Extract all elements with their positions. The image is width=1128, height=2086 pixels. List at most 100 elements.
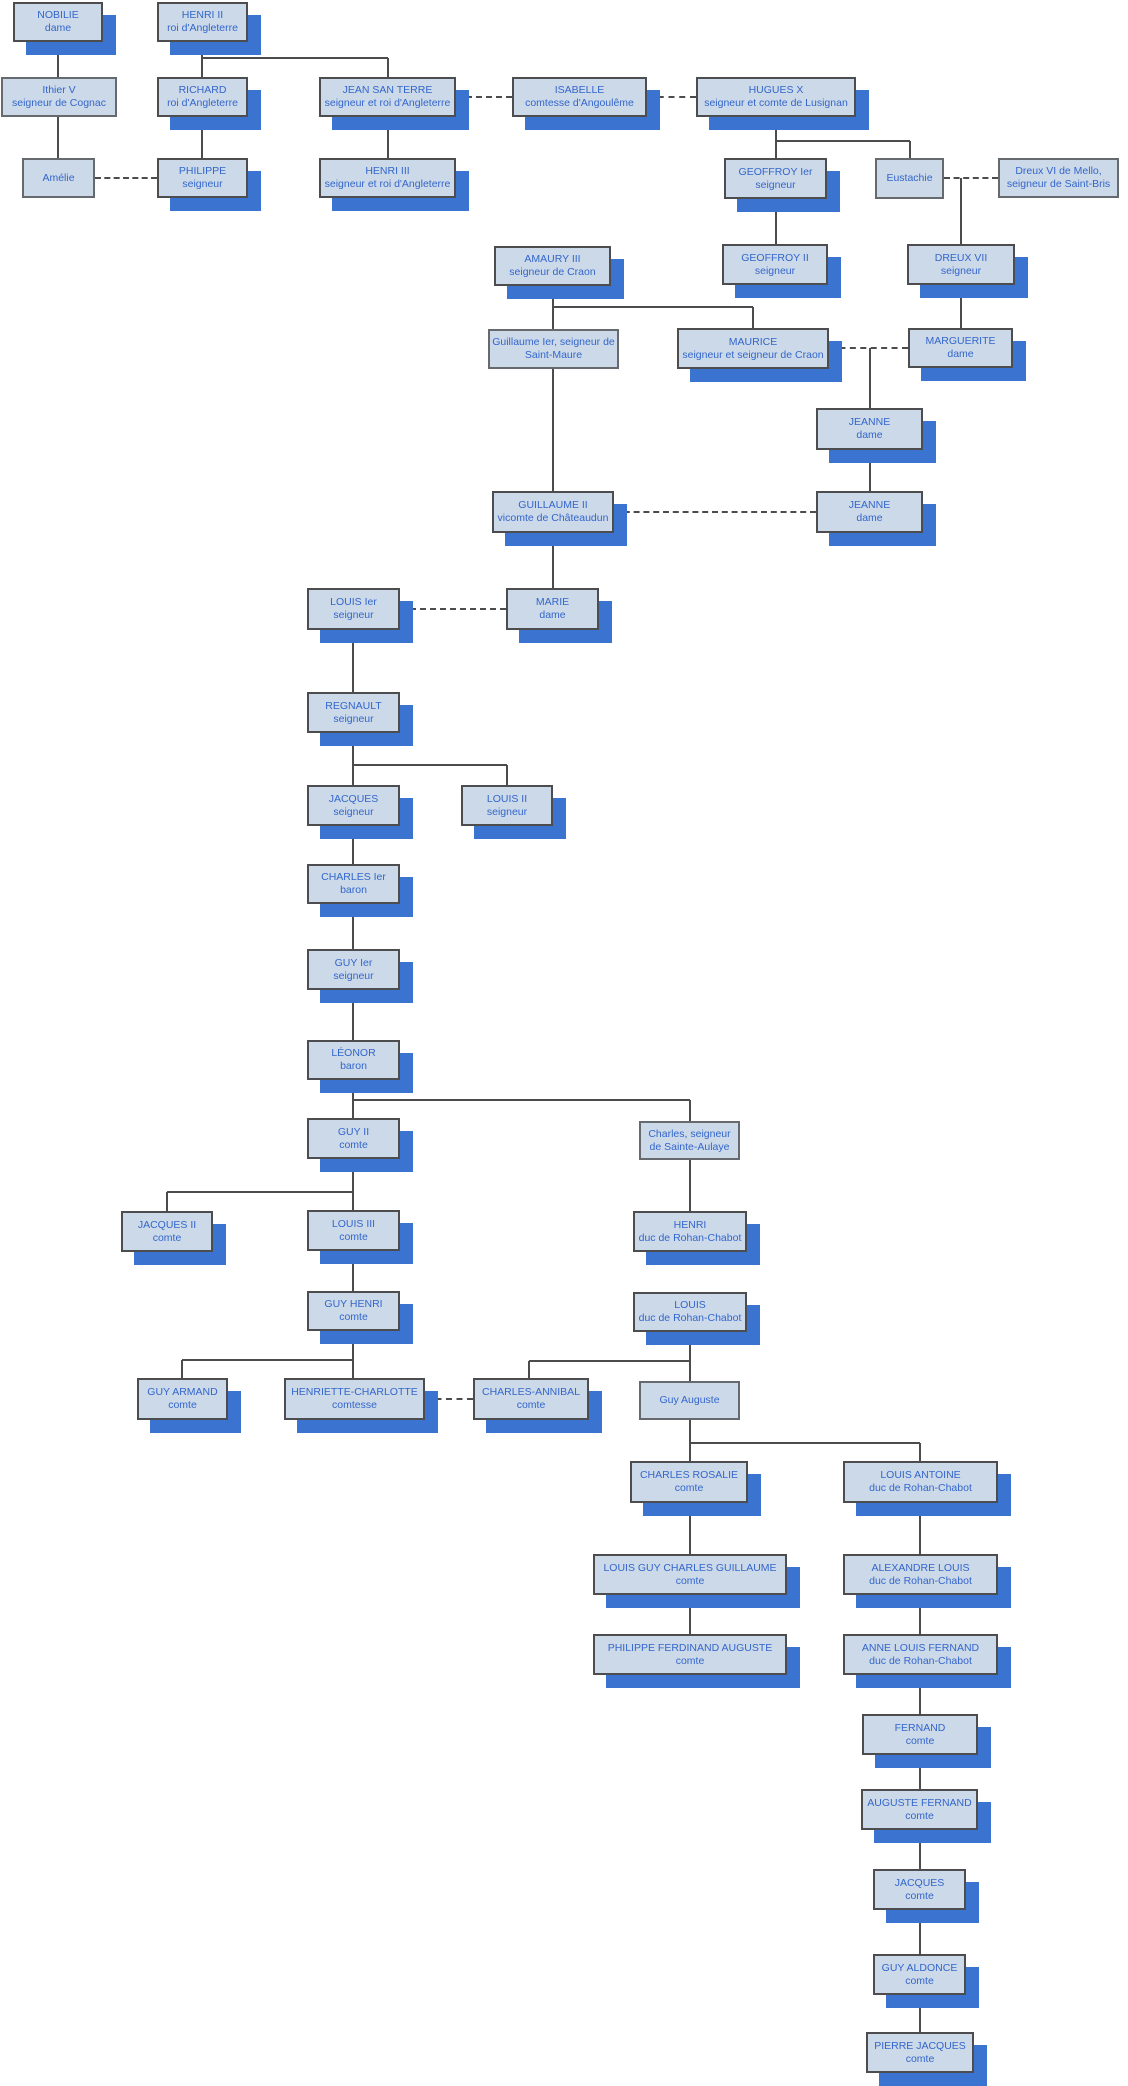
person-name: JEANNE (848, 416, 891, 428)
person-title: comte (905, 2052, 935, 2065)
descent-line (57, 42, 59, 77)
person-name: GEOFFROY Ier (738, 165, 813, 178)
marriage-dashed-line (95, 177, 157, 179)
person-title: dame (44, 22, 72, 34)
person-name: JACQUES (894, 1876, 945, 1889)
person-amelie[interactable]: Amélie (22, 158, 95, 198)
person-name: Amélie (42, 171, 75, 184)
descent-line (919, 1503, 921, 1554)
marriage-dashed-line (647, 96, 696, 98)
person-title: seigneur de Craon (509, 266, 596, 278)
descent-line (352, 826, 354, 864)
descent-line (689, 1503, 691, 1554)
descent-line (689, 1595, 691, 1634)
person-name: RICHARD (178, 84, 227, 96)
person-title: seigneur et roi d'Angleterre (324, 178, 451, 190)
person-dreux-vi[interactable]: Dreux VI de Mello,seigneur de Saint-Bris (998, 158, 1119, 198)
person-title: comte (339, 1311, 368, 1323)
person-title: comte (516, 1399, 546, 1411)
person-title: seigneur et comte de Lusignan (704, 97, 848, 109)
person-title: comte (675, 1574, 705, 1587)
person-name: ANNE LOUIS FERNAND (861, 1641, 980, 1654)
person-title: comtesse d'Angoulême (525, 97, 634, 109)
person-name: ISABELLE (554, 84, 605, 96)
person-name: JEAN SAN TERRE (342, 84, 433, 96)
person-title: dame (539, 609, 566, 621)
person-name: LOUIS GUY CHARLES GUILLAUME (603, 1561, 777, 1574)
person-name: HENRIETTE-CHARLOTTE (291, 1386, 418, 1398)
person-name: GUY Ier (334, 956, 373, 969)
person-eustachie[interactable]: Eustachie (875, 158, 944, 199)
descent-line (775, 117, 777, 141)
person-title: comte (905, 1734, 935, 1747)
descent-line (689, 1100, 691, 1121)
person-name: PHILIPPE (178, 165, 227, 177)
person-name: LOUIS Ier (330, 596, 377, 608)
person-title: comte (152, 1231, 182, 1244)
descent-line (552, 369, 554, 491)
descent-line (181, 1360, 183, 1378)
person-title: seigneur (333, 609, 374, 621)
descent-line (166, 1192, 168, 1211)
marriage-dashed-line (400, 608, 506, 610)
descent-line (167, 1191, 353, 1193)
descent-line (752, 307, 754, 328)
person-name: FERNAND (894, 1721, 946, 1734)
descent-line (352, 1251, 354, 1291)
marriage-dashed-line (425, 1398, 473, 1400)
descent-line (352, 990, 354, 1040)
person-title: comte (339, 1138, 368, 1151)
person-title: seigneur et roi d'Angleterre (324, 97, 451, 109)
person-guy-auguste[interactable]: Guy Auguste (639, 1381, 740, 1420)
descent-line (57, 117, 59, 158)
